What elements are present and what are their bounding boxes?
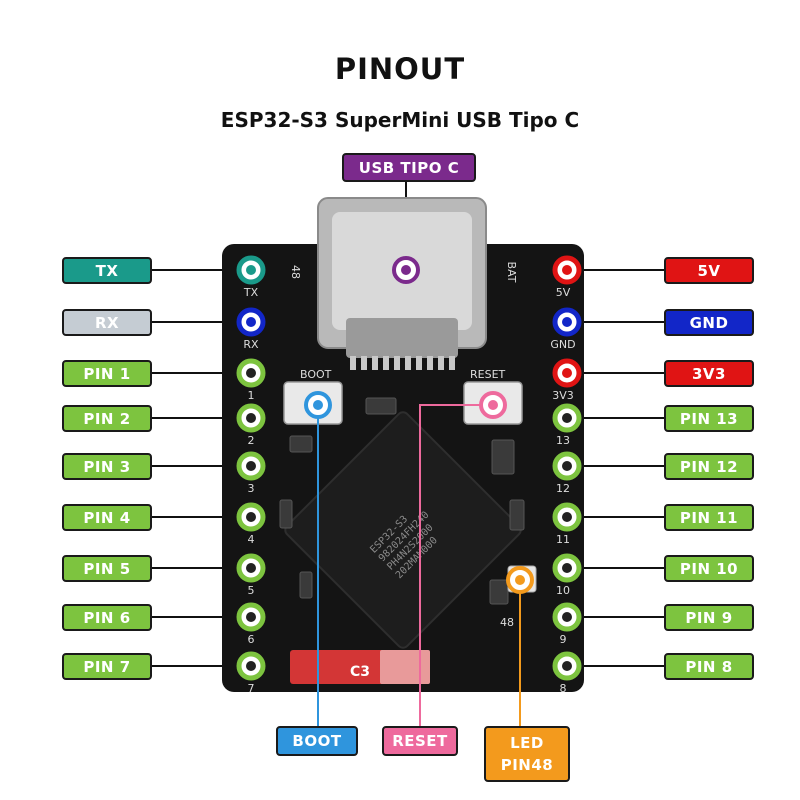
right-label-gnd: GND	[664, 309, 754, 336]
right-label-3v3: 3V3	[664, 360, 754, 387]
left-pin-hole	[246, 265, 256, 275]
left-silk-label: RX	[243, 338, 259, 351]
usb-connector-tail	[346, 318, 458, 358]
smd-component	[289, 435, 313, 453]
led-pin48-label: LED PIN48	[484, 726, 570, 782]
right-silk-label: 5V	[556, 286, 571, 299]
right-label-pin-9: PIN 9	[664, 604, 754, 631]
right-silk-label: 11	[556, 533, 570, 546]
silk-bat-label: BAT	[505, 262, 518, 283]
smd-component	[365, 397, 397, 415]
usb-solder-pad	[427, 356, 433, 370]
usb-tipo-c-label: USB TIPO C	[342, 153, 476, 182]
led-marker-dot	[515, 575, 525, 585]
left-label-pin-5: PIN 5	[62, 555, 152, 582]
left-label-pin-6: PIN 6	[62, 604, 152, 631]
left-silk-label: 4	[248, 533, 255, 546]
left-pin-hole	[246, 612, 256, 622]
left-pin-hole	[246, 413, 256, 423]
smd-component	[489, 579, 509, 605]
reset-marker-dot	[488, 400, 498, 410]
right-silk-label: 13	[556, 434, 570, 447]
boot-marker-dot	[313, 400, 323, 410]
left-label-pin-2: PIN 2	[62, 405, 152, 432]
antenna-tail	[380, 650, 430, 684]
right-label-pin-11: PIN 11	[664, 504, 754, 531]
right-pin-hole	[562, 512, 572, 522]
smd-component	[299, 571, 313, 599]
left-pin-hole	[246, 512, 256, 522]
left-label-tx: TX	[62, 257, 152, 284]
usb-solder-pad	[383, 356, 389, 370]
left-silk-label: 5	[248, 584, 255, 597]
reset-label: RESET	[382, 726, 458, 756]
left-pin-hole	[246, 563, 256, 573]
usb-solder-pad	[405, 356, 411, 370]
right-pin-hole	[562, 612, 572, 622]
reset-callout-line	[419, 404, 493, 728]
usb-marker-dot	[401, 265, 411, 275]
left-silk-label: 6	[248, 633, 255, 646]
right-label-pin-10: PIN 10	[664, 555, 754, 582]
left-pin-hole	[246, 368, 256, 378]
left-label-rx: RX	[62, 309, 152, 336]
left-silk-label: 7	[248, 682, 255, 695]
silk-boot-label: BOOT	[300, 368, 332, 381]
antenna-label: C3	[350, 664, 370, 680]
esp32-chip	[284, 411, 522, 649]
left-label-pin-4: PIN 4	[62, 504, 152, 531]
right-pin-hole	[562, 563, 572, 573]
right-silk-label: 8	[560, 682, 567, 695]
left-label-pin-1: PIN 1	[62, 360, 152, 387]
left-silk-label: 3	[248, 482, 255, 495]
silk-reset-label: RESET	[470, 368, 506, 381]
right-silk-label: 12	[556, 482, 570, 495]
right-pin-hole	[562, 461, 572, 471]
left-label-pin-7: PIN 7	[62, 653, 152, 680]
right-pin-hole	[562, 317, 572, 327]
right-pin-hole	[562, 368, 572, 378]
usb-solder-pad	[394, 356, 400, 370]
smd-component	[509, 499, 525, 531]
right-label-pin-13: PIN 13	[664, 405, 754, 432]
silk-48-label: 48	[289, 265, 302, 279]
boot-label: BOOT	[276, 726, 358, 756]
left-label-pin-3: PIN 3	[62, 453, 152, 480]
usb-solder-pad	[361, 356, 367, 370]
left-pin-hole	[246, 317, 256, 327]
left-pin-hole	[246, 461, 256, 471]
right-silk-label: 10	[556, 584, 570, 597]
left-silk-label: TX	[243, 286, 259, 299]
left-pin-hole	[246, 661, 256, 671]
right-silk-label: 3V3	[552, 389, 574, 402]
left-silk-label: 2	[248, 434, 255, 447]
right-label-5v: 5V	[664, 257, 754, 284]
right-silk-label: 9	[560, 633, 567, 646]
right-pin-hole	[562, 413, 572, 423]
silk-led-pin-label: 48	[500, 616, 514, 629]
page-title: PINOUT	[334, 52, 466, 86]
right-pin-hole	[562, 661, 572, 671]
right-pin-hole	[562, 265, 572, 275]
left-silk-label: 1	[248, 389, 255, 402]
right-silk-label: GND	[550, 338, 575, 351]
smd-component	[491, 439, 515, 475]
smd-component	[279, 499, 293, 529]
usb-solder-pad	[416, 356, 422, 370]
page-subtitle: ESP32-S3 SuperMini USB Tipo C	[220, 108, 580, 132]
right-label-pin-8: PIN 8	[664, 653, 754, 680]
usb-solder-pad	[449, 356, 455, 370]
usb-solder-pad	[372, 356, 378, 370]
usb-solder-pad	[438, 356, 444, 370]
right-label-pin-12: PIN 12	[664, 453, 754, 480]
usb-solder-pad	[350, 356, 356, 370]
